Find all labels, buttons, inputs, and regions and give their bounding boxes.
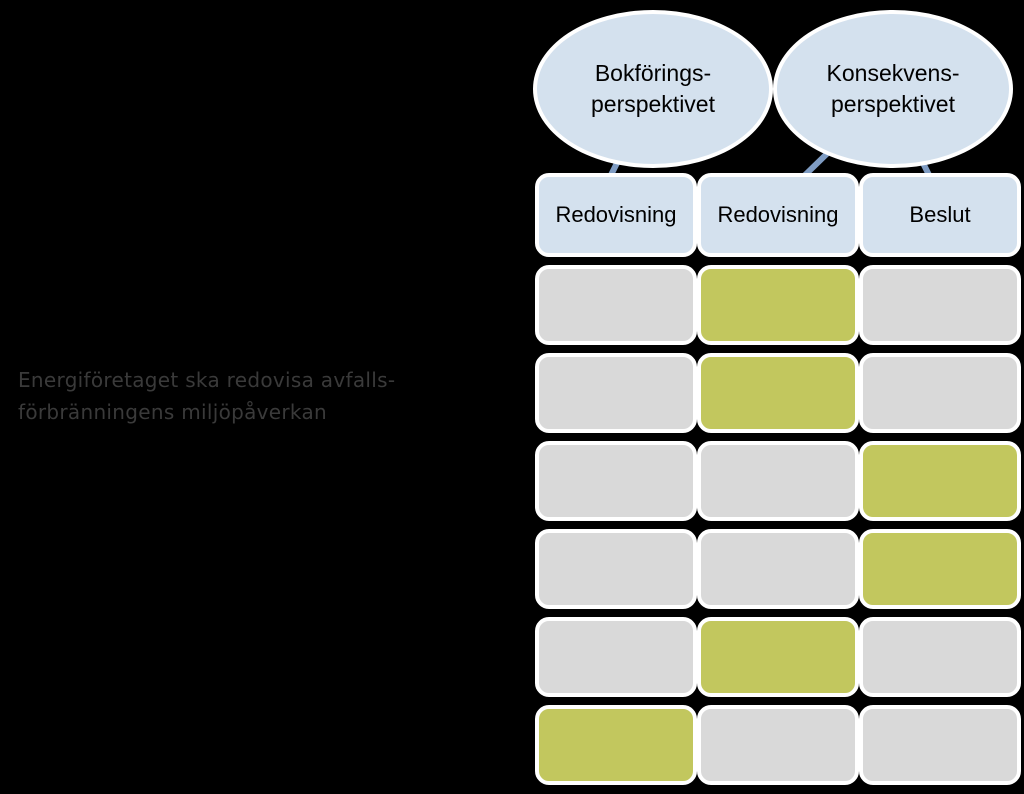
matrix-cell-row-6-col-2 xyxy=(697,705,859,785)
header-beslut: Beslut xyxy=(859,173,1021,257)
matrix-cell-row-5-col-3 xyxy=(859,617,1021,697)
bokforing-label-line-2: perspektivet xyxy=(590,91,715,117)
matrix-cell-row-4-col-1 xyxy=(535,529,697,609)
header-redovisning-bokforing: Redovisning xyxy=(535,173,697,257)
matrix-cell-row-5-col-1 xyxy=(535,617,697,697)
header-redovisning-konsekvens: Redovisning xyxy=(697,173,859,257)
matrix-cell-row-1-col-3 xyxy=(859,265,1021,345)
matrix-cell-row-1-col-1 xyxy=(535,265,697,345)
matrix-cell-row-5-col-2-highlighted xyxy=(697,617,859,697)
matrix-cell-row-6-col-3 xyxy=(859,705,1021,785)
matrix-cell-row-4-col-3-highlighted xyxy=(859,529,1021,609)
matrix-cell-row-6-col-1-highlighted xyxy=(535,705,697,785)
matrix-cell-row-4-col-2 xyxy=(697,529,859,609)
caption-text: Energiföretaget ska redovisa avfalls- fö… xyxy=(18,364,488,428)
matrix-cell-row-3-col-2 xyxy=(697,441,859,521)
bokforing-label-line-1: Bokförings- xyxy=(594,60,712,86)
konsekvensperspektivet-ellipse: Konsekvens- perspektivet xyxy=(773,10,1013,168)
matrix-cell-row-2-col-3 xyxy=(859,353,1021,433)
caption-line-2: förbränningens miljöpåverkan xyxy=(18,400,327,424)
konsekvens-label-line-2: perspektivet xyxy=(830,91,955,117)
matrix-cell-row-3-col-3-highlighted xyxy=(859,441,1021,521)
matrix-cell-row-2-col-2-highlighted xyxy=(697,353,859,433)
matrix-cell-row-2-col-1 xyxy=(535,353,697,433)
matrix-cell-row-1-col-2-highlighted xyxy=(697,265,859,345)
konsekvens-label-line-1: Konsekvens- xyxy=(826,60,960,86)
matrix-cell-row-3-col-1 xyxy=(535,441,697,521)
bokforingsperspektivet-ellipse: Bokförings- perspektivet xyxy=(533,10,773,168)
caption-line-1: Energiföretaget ska redovisa avfalls- xyxy=(18,368,396,392)
